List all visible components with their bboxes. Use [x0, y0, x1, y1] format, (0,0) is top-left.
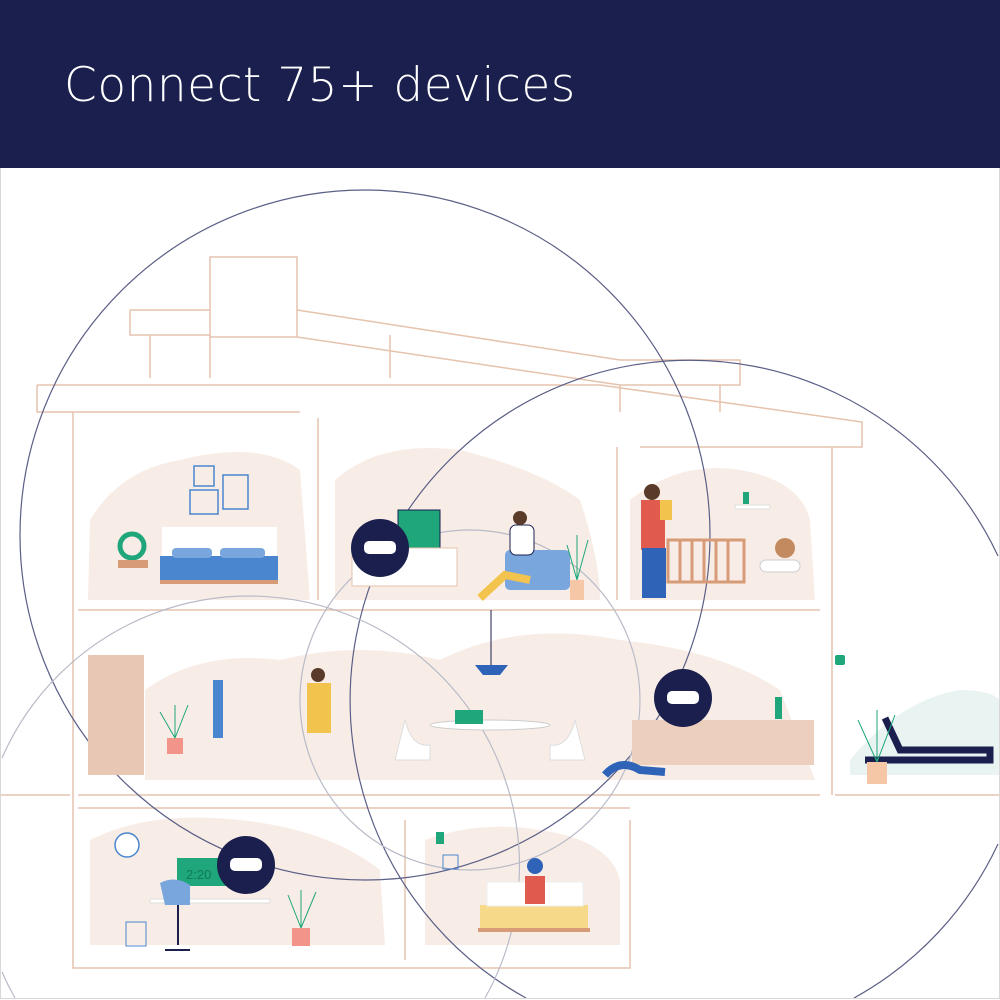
person-reading	[525, 876, 545, 904]
lounge-chair	[865, 716, 994, 764]
bedroom	[117, 465, 278, 584]
smart-plug	[835, 655, 845, 665]
waste-basket	[125, 921, 147, 947]
dining-table	[429, 719, 551, 731]
wifi-range-circles	[1, 189, 999, 999]
crib	[666, 538, 746, 584]
dog	[602, 761, 666, 778]
house-walls	[0, 256, 1000, 969]
patio	[835, 655, 994, 784]
main-floor	[88, 610, 814, 778]
nursery	[641, 484, 801, 598]
monitor-time: 2:20	[186, 867, 211, 882]
laptop	[455, 710, 483, 724]
house-illustration: 2:20	[0, 189, 1000, 999]
air-purifier	[117, 531, 147, 561]
door	[88, 655, 144, 775]
router-kitchen[interactable]	[654, 669, 712, 727]
router-icon	[667, 691, 699, 704]
pendant-lamp	[475, 665, 508, 675]
reading-room	[436, 832, 590, 932]
router-icon	[230, 858, 262, 871]
clock-icon	[114, 832, 140, 858]
person-standing	[307, 683, 331, 733]
router-icon	[364, 541, 396, 554]
header-banner: Connect 75+ devices	[0, 0, 1000, 168]
daybed	[480, 905, 588, 929]
garden-hill	[850, 690, 1000, 775]
kitchen-counter	[632, 720, 814, 765]
router-office[interactable]	[217, 836, 275, 894]
office-chair	[160, 879, 190, 905]
wall-frames	[189, 465, 249, 515]
page-title: Connect 75+ devices	[64, 58, 576, 113]
towel	[213, 680, 223, 738]
sofa	[505, 550, 570, 590]
teddy-bear	[775, 538, 795, 558]
router-living-room[interactable]	[351, 519, 409, 577]
bed	[160, 556, 278, 582]
